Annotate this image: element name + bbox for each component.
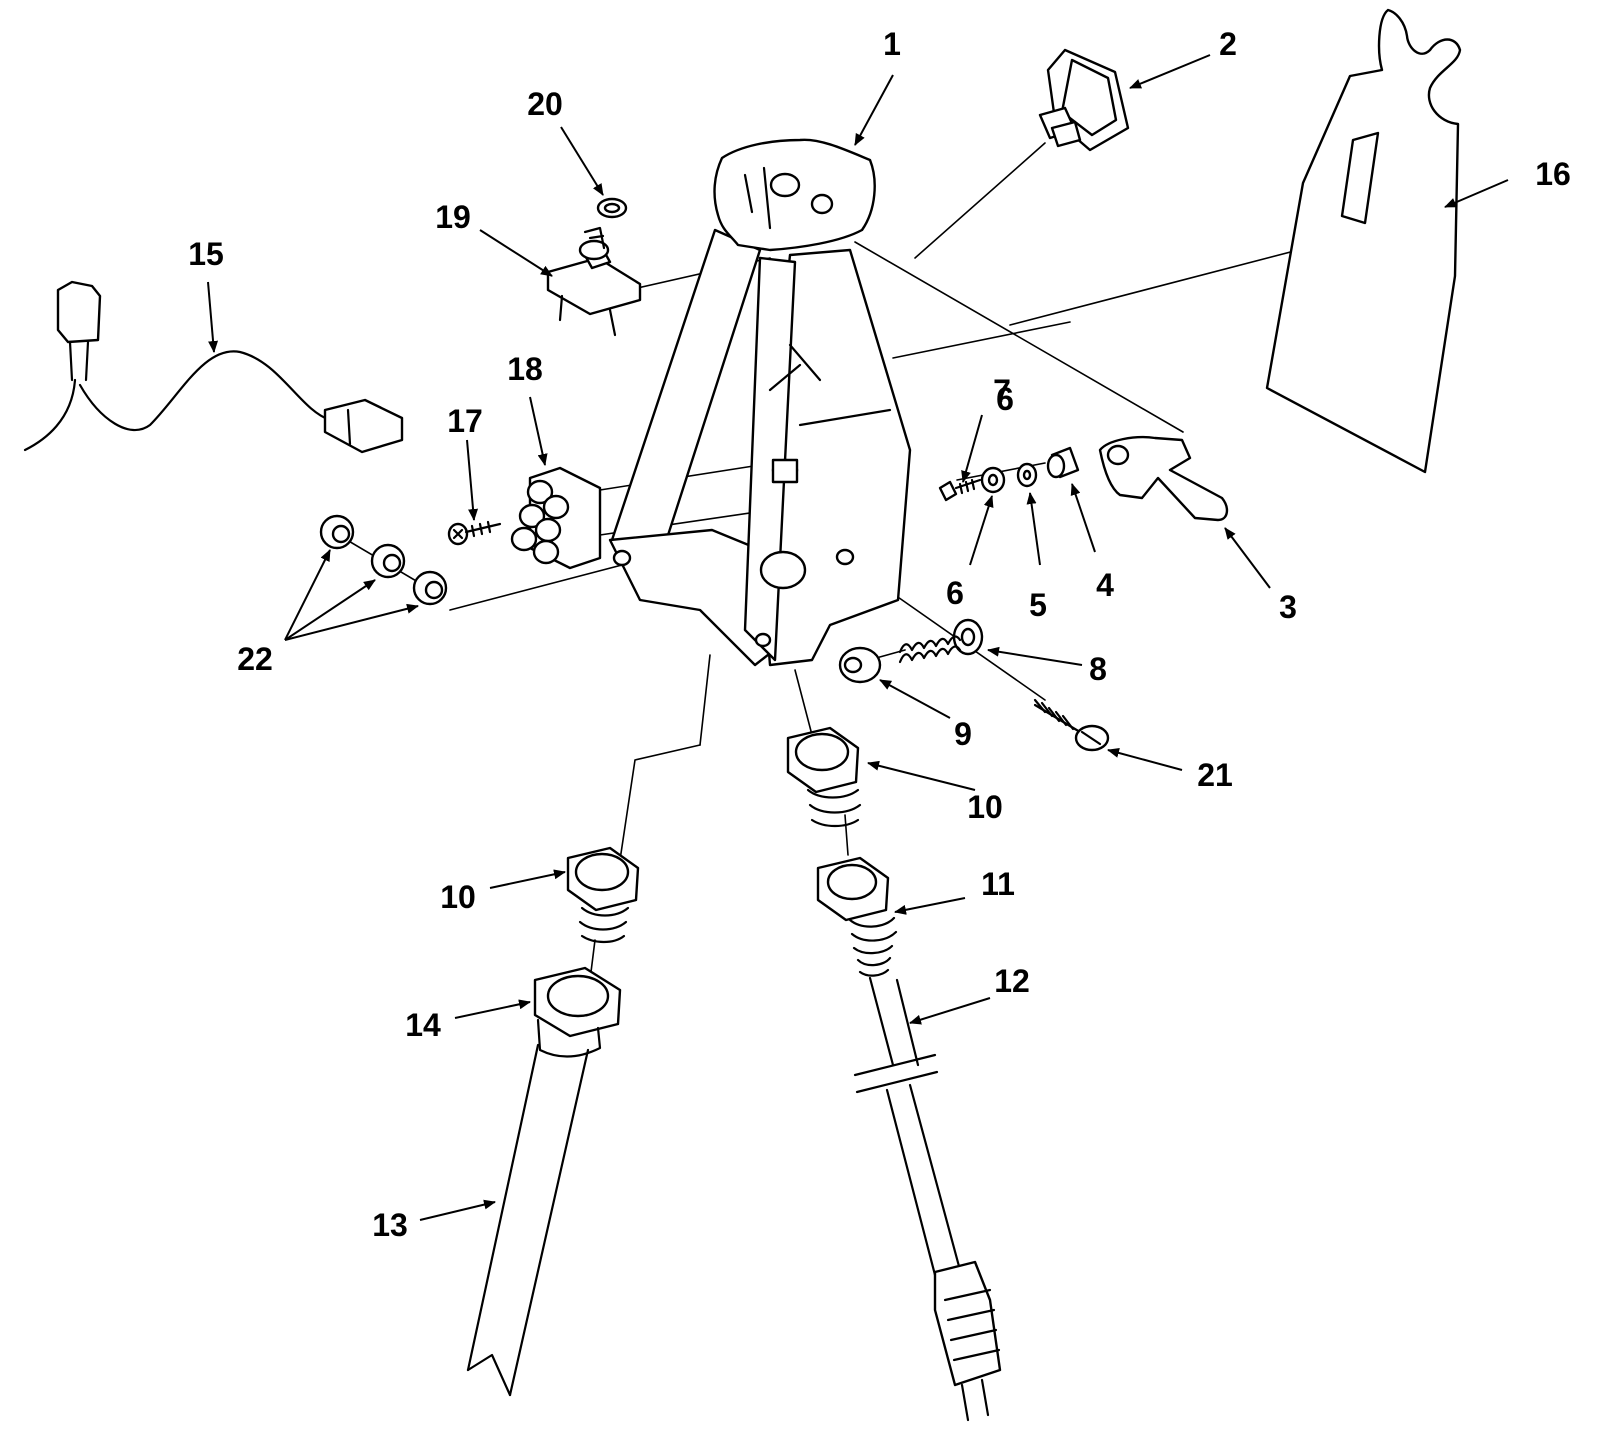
part-2-switch xyxy=(1038,48,1130,152)
callout-19: 19 xyxy=(435,199,471,235)
callout-3: 3 xyxy=(1279,589,1297,625)
callout-7: 7 xyxy=(993,373,1011,409)
part-10-bushing-left xyxy=(566,846,640,944)
part-20-o-ring xyxy=(596,197,628,219)
callout-5: 5 xyxy=(1029,587,1047,623)
callout-labels: 1 2 3 4 5 6 6 7 8 9 10 10 11 12 13 14 15… xyxy=(188,26,1571,1243)
callout-2: 2 xyxy=(1219,26,1237,62)
part-15-wire-harness xyxy=(23,280,404,454)
part-21-screw xyxy=(1033,698,1110,752)
callout-20: 20 xyxy=(527,86,563,122)
callout-10-left: 10 xyxy=(440,879,476,915)
callout-14: 14 xyxy=(405,1007,441,1043)
callout-16: 16 xyxy=(1535,156,1571,192)
callout-22: 22 xyxy=(237,641,273,677)
part-4-spacer xyxy=(1046,446,1080,479)
part-8-grommet xyxy=(898,618,984,664)
callout-1: 1 xyxy=(883,26,901,62)
callout-8: 8 xyxy=(1089,651,1107,687)
part-11-strain-relief xyxy=(816,856,898,977)
part-1-housing xyxy=(608,138,912,667)
callout-13: 13 xyxy=(372,1207,408,1243)
part-22-nuts xyxy=(319,514,448,606)
callout-18: 18 xyxy=(507,351,543,387)
part-10-bushing-right xyxy=(786,726,862,828)
part-12-power-cord xyxy=(853,976,1002,1422)
callout-6-upper: 6 xyxy=(996,381,1014,417)
part-13-conduit xyxy=(466,1043,590,1397)
callout-12: 12 xyxy=(994,963,1030,999)
callout-9: 9 xyxy=(954,716,972,752)
part-6-washer xyxy=(980,466,1006,494)
part-16-label-card xyxy=(1265,8,1462,474)
part-7-screw xyxy=(938,478,982,502)
callout-4: 4 xyxy=(1096,567,1114,603)
part-5-washer xyxy=(1016,462,1038,488)
part-18-terminal-block xyxy=(510,466,602,570)
callout-11: 11 xyxy=(981,866,1015,902)
part-9-nut xyxy=(838,646,882,684)
part-17-screw xyxy=(447,520,502,546)
part-3-lever xyxy=(1098,436,1229,522)
callout-15: 15 xyxy=(188,236,224,272)
callout-10-right: 10 xyxy=(967,789,1003,825)
part-19-switch-bracket xyxy=(546,226,642,337)
callout-21: 21 xyxy=(1197,757,1233,793)
callout-17: 17 xyxy=(447,403,483,439)
part-14-nut xyxy=(533,966,622,1058)
callout-6-lower: 6 xyxy=(946,575,964,611)
leader-lines xyxy=(207,54,1509,1221)
